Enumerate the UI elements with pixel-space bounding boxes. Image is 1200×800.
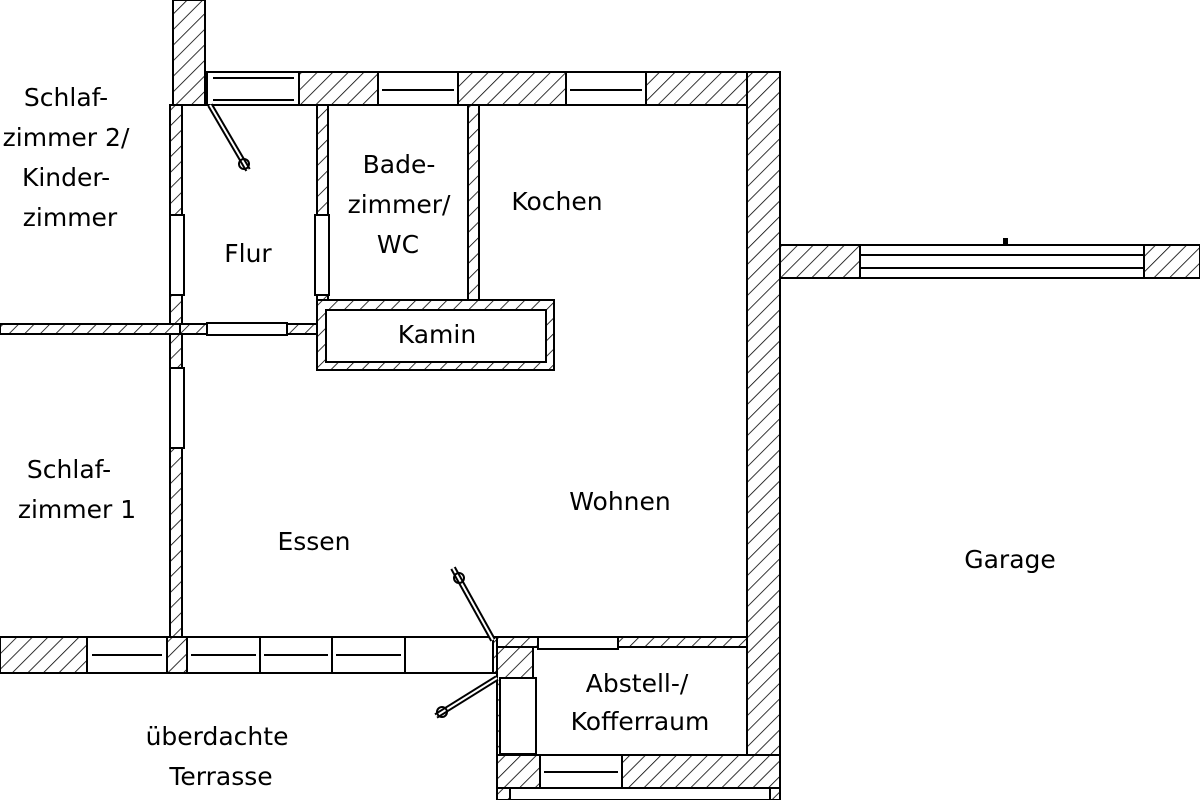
label-bathroom: Bade- zimmer/ WC bbox=[348, 150, 459, 259]
label-flur: Flur bbox=[224, 239, 272, 268]
door-flur-essen bbox=[206, 322, 288, 336]
door-storage-side bbox=[499, 677, 537, 755]
doors bbox=[169, 103, 619, 755]
label-dining: Essen bbox=[277, 527, 350, 556]
label-kitchen: Kochen bbox=[511, 187, 602, 216]
label-living: Wohnen bbox=[569, 487, 670, 516]
door-bedroom1 bbox=[169, 367, 185, 449]
label-fireplace: Kamin bbox=[398, 320, 476, 349]
wall-bottom-mid bbox=[496, 636, 748, 648]
label-bedroom2: Schlaf- zimmer 2/ Kinder- zimmer bbox=[3, 83, 138, 232]
door-bedroom2 bbox=[169, 214, 185, 296]
label-bedroom1: Schlaf- zimmer 1 bbox=[18, 455, 136, 524]
wall-bedroom-divider bbox=[0, 323, 181, 335]
wall-bad-right bbox=[467, 104, 480, 303]
windows bbox=[86, 71, 1145, 789]
window-bad-top bbox=[377, 71, 459, 106]
wall-left-upper bbox=[172, 0, 206, 106]
room-labels: Schlaf- zimmer 2/ Kinder- zimmer Flur Ba… bbox=[3, 83, 1056, 791]
label-storage: Abstell-/ Kofferraum bbox=[571, 669, 710, 736]
wall-right bbox=[746, 71, 781, 800]
garage-door bbox=[859, 244, 1145, 279]
label-garage: Garage bbox=[964, 545, 1056, 574]
label-terrace: überdachte Terrasse bbox=[146, 722, 297, 791]
door-bathroom bbox=[314, 214, 330, 296]
window-kitchen-top bbox=[565, 71, 647, 106]
window-essen-4 bbox=[404, 636, 494, 674]
door-storage bbox=[537, 636, 619, 650]
